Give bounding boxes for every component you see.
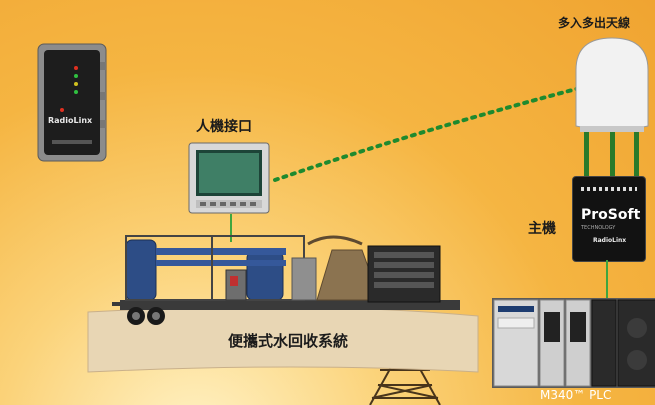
radiolinx-brand-label: RadioLinx [48,116,93,125]
status-leds [581,187,637,191]
prosoft-logo: ProSoft [581,207,641,223]
prosoft-radio: ProSoft TECHNOLOGY RadioLinx [572,176,646,262]
system-label: 便攜式水回收系統 [228,332,349,350]
hmi-cable [230,214,232,242]
plc-label: M340™ PLC [540,388,612,402]
water-recycling-trailer [112,235,460,325]
m340-plc-rack [492,298,655,388]
master-label: 主機 [528,221,556,237]
prosoft-product-label: RadioLinx [593,237,627,244]
hmi-panel [188,142,270,214]
radiolinx-device [37,43,107,162]
mimo-antenna-label: 多入多出天線 [558,16,631,30]
hmi-label: 人機接口 [196,119,252,135]
prosoft-technology-label: TECHNOLOGY [581,225,616,231]
wireless-link [273,86,582,182]
mimo-antenna [575,37,649,180]
master-plc-cable [606,260,608,300]
